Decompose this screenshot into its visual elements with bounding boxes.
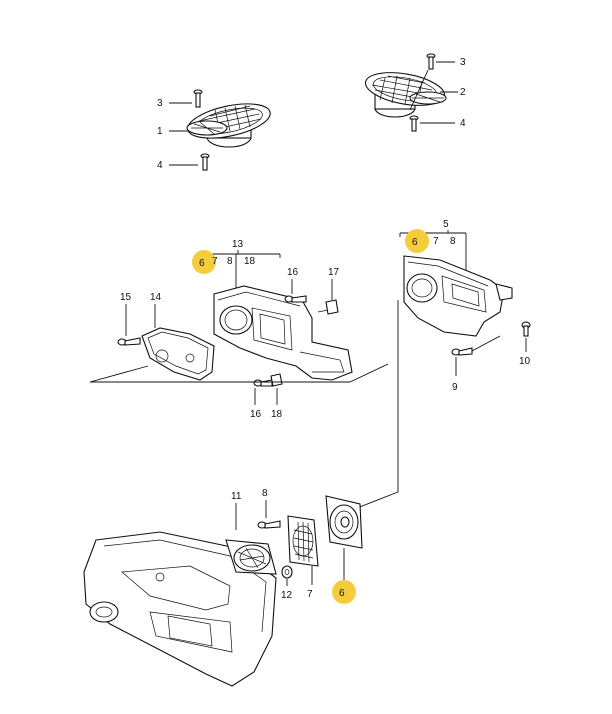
door-panel-icon (83, 531, 277, 687)
washer-icon (281, 565, 293, 579)
clip-icon (317, 299, 339, 315)
bolt-icon (409, 115, 419, 132)
screw-icon (193, 89, 203, 108)
speaker-icon (364, 72, 447, 118)
highlight-marker (405, 229, 429, 253)
label-grille-7: 7 (307, 589, 313, 600)
label-screw-right: 3 (460, 57, 466, 68)
leader-line (351, 300, 399, 511)
label-item-8-right: 8 (450, 236, 456, 247)
label-bolt: 4 (157, 160, 163, 171)
label-assembly-5: 5 (443, 219, 449, 230)
label-screw-8: 8 (262, 488, 268, 499)
screw-icon (257, 520, 281, 529)
speaker-bracket-icon (213, 285, 353, 381)
label-speaker: 1 (157, 126, 163, 137)
grille-icon (287, 515, 319, 567)
label-clip-17: 17 (328, 267, 340, 278)
label-gasket-14: 14 (150, 292, 162, 303)
bolt-icon (521, 321, 531, 337)
screw-icon (284, 295, 307, 303)
speaker-icon (325, 495, 363, 549)
label-bolt-right: 4 (460, 118, 466, 129)
gasket-icon (141, 327, 215, 381)
label-item-7: 7 (212, 256, 218, 267)
speaker-icon (225, 539, 277, 575)
highlight-marker (332, 580, 356, 604)
screw-icon (117, 337, 141, 346)
label-item-6: 6 (199, 258, 205, 269)
rear-tweeter-assembly: 3 2 4 (364, 53, 466, 132)
speaker-icon (186, 103, 271, 148)
label-screw: 3 (157, 98, 163, 109)
front-tweeter-assembly: 3 1 4 (157, 89, 271, 171)
leader-line (89, 363, 389, 383)
highlight-marker (192, 250, 216, 274)
label-assembly-13: 13 (232, 239, 244, 250)
label-screw-16: 16 (287, 267, 299, 278)
left-bracket-assembly: 13 6 7 8 18 15 14 (117, 239, 353, 420)
screw-icon (253, 379, 273, 387)
label-speaker-right: 2 (460, 87, 466, 98)
screw-icon (451, 347, 473, 356)
label-clip-18-bottom: 18 (271, 409, 283, 420)
label-item-7-right: 7 (433, 236, 439, 247)
label-speaker-6: 6 (339, 588, 345, 599)
right-bracket-assembly: 5 6 7 8 9 10 (399, 219, 531, 393)
label-item-18: 18 (244, 256, 256, 267)
label-item-6-right: 6 (412, 237, 418, 248)
label-screw-9: 9 (452, 382, 458, 393)
label-washer-12: 12 (281, 590, 293, 601)
label-bolt-10: 10 (519, 356, 531, 367)
label-screw-16-bottom: 16 (250, 409, 262, 420)
label-speaker-11: 11 (231, 491, 242, 502)
clip-icon (270, 373, 283, 387)
speaker-bracket-icon (403, 255, 513, 337)
screw-icon (426, 53, 436, 70)
door-speaker-group: 11 8 12 7 (83, 488, 363, 687)
bolt-icon (200, 153, 210, 171)
label-item-8: 8 (227, 256, 233, 267)
label-screw-15: 15 (120, 292, 132, 303)
